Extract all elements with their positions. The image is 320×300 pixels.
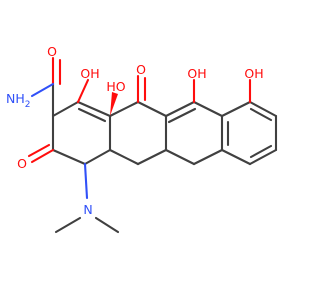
label-c12-o: O (136, 62, 146, 77)
carbon-bonds (51, 82, 278, 234)
bond-c11a-c11-double (167, 107, 197, 124)
label-c1-oh: OH (80, 66, 99, 81)
bond-n-methyl-right (94, 216, 120, 234)
bond-c8-c7-double (249, 144, 273, 159)
bond-c5-c4a (108, 148, 140, 166)
label-amide-nh2: NH2 (6, 91, 30, 110)
bond-c12a-c12 (108, 100, 140, 118)
bond-c11-c10a (192, 100, 224, 118)
bond-c2-c1 (51, 100, 80, 118)
label-dimethylamino-n: N (83, 202, 92, 217)
bond-c1-c12a-double (77, 107, 107, 123)
molecule-structure: NH2 O OH HO O OH OH O N (6, 44, 278, 234)
label-c3-o: O (17, 156, 27, 171)
bond-c12-c11a (136, 100, 168, 118)
bond-c1-c12a (76, 100, 112, 118)
bond-c6a-c6 (192, 148, 224, 166)
bond-c10a-c10 (220, 100, 252, 118)
bond-c4-c3 (51, 148, 87, 166)
label-c10-oh: OH (244, 66, 263, 81)
wedge-c12a-oh (110, 92, 118, 116)
bond-amide-cn (30, 82, 55, 98)
bond-n-methyl-left (54, 216, 82, 234)
bond-c8-c7 (248, 148, 278, 166)
atom-labels: NH2 O OH HO O OH OH O N (6, 44, 264, 217)
label-amide-nh2-subscript: 2 (25, 100, 31, 110)
bond-c3-o (30, 148, 55, 164)
label-amide-o: O (47, 44, 57, 59)
bond-c11a-c11 (164, 100, 196, 118)
bond-c5a-c5 (136, 148, 168, 166)
bond-c4a-c4 (83, 148, 112, 166)
bond-c6-c5a (164, 148, 196, 166)
bond-c4-n (83, 162, 89, 200)
bond-c1-oh (76, 78, 90, 104)
bond-c10-c9 (248, 100, 278, 118)
bond-c10-c9-double (249, 107, 273, 122)
bond-c3-o-double (27, 143, 51, 158)
bond-c7-c6a (220, 148, 252, 166)
label-c12a-ho: HO (106, 79, 125, 94)
label-c11-oh: OH (187, 66, 206, 81)
heteroatom-bonds (27, 56, 252, 200)
